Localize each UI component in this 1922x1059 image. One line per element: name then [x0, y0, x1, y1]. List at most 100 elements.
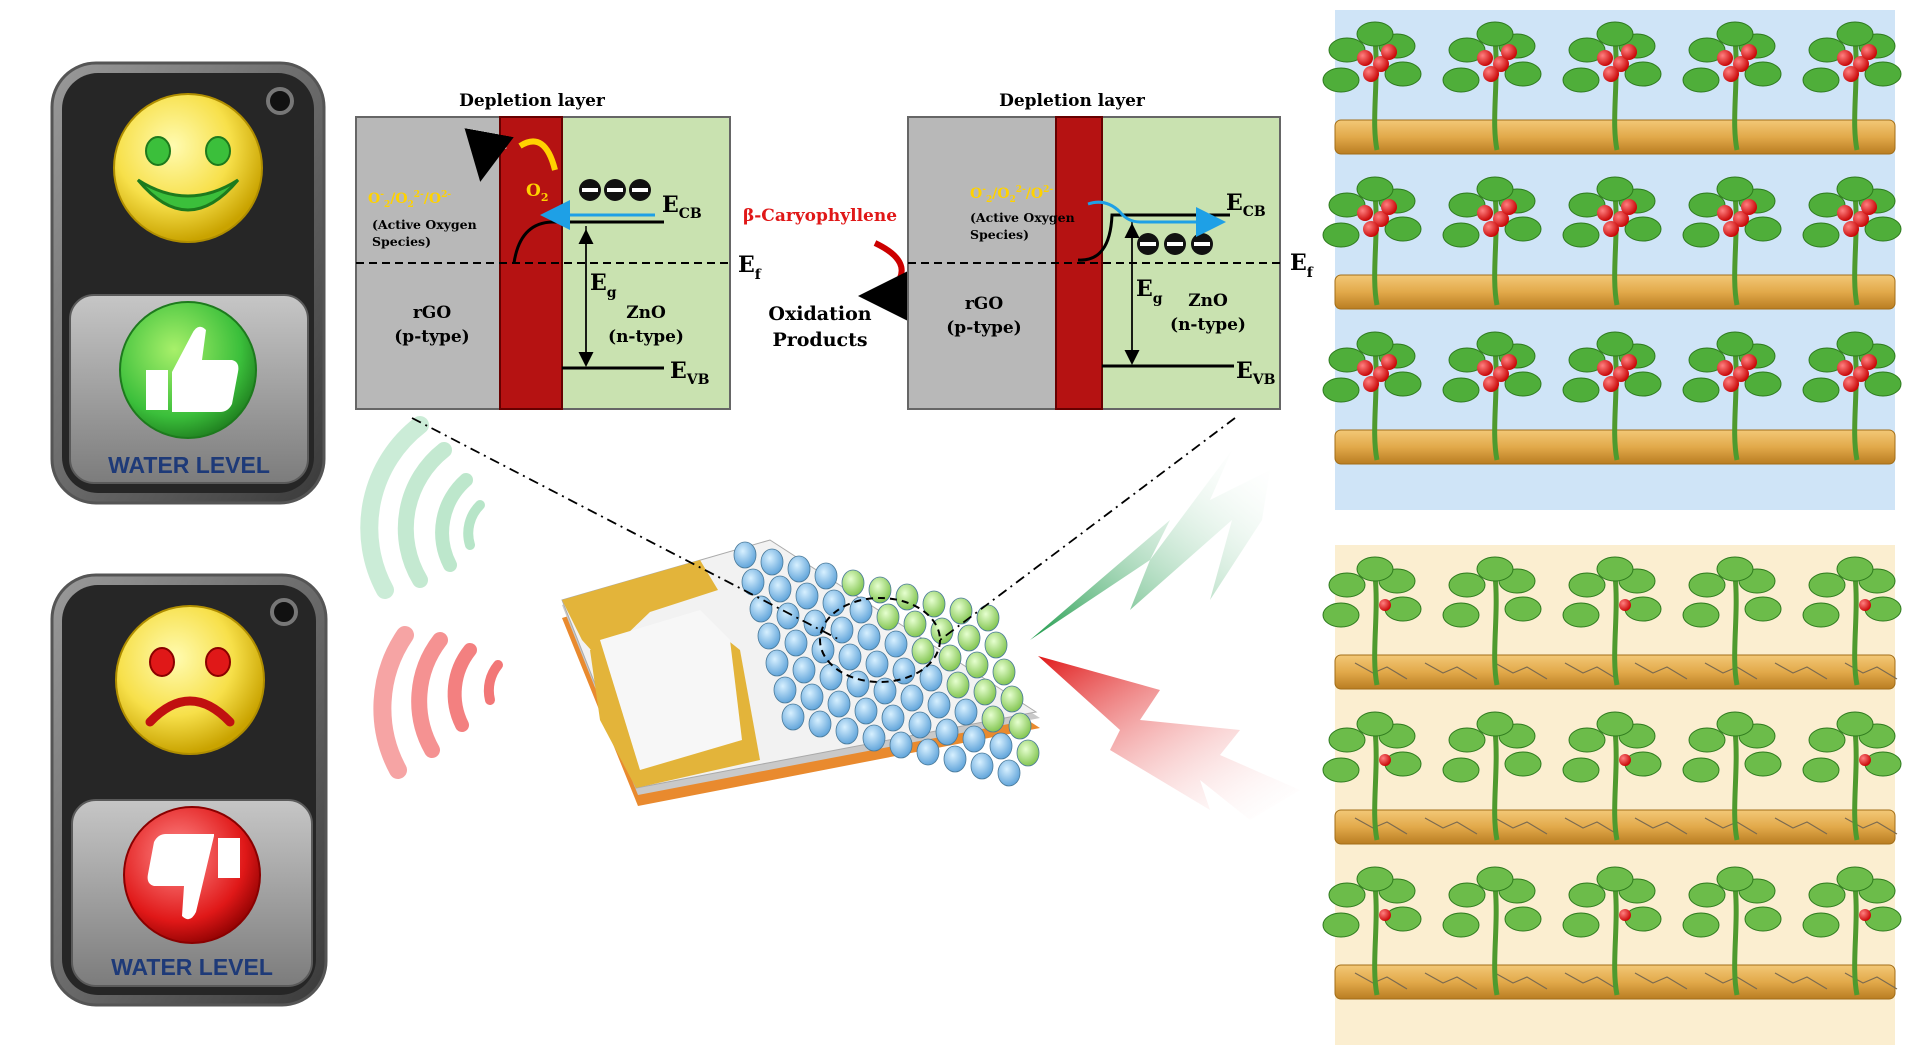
tomato-plant-icon	[1442, 176, 1542, 306]
nanoparticle	[733, 541, 757, 569]
tomato-plant-icon	[1442, 21, 1542, 151]
tomato	[1363, 66, 1379, 82]
tomato	[1381, 44, 1397, 60]
tomato	[1493, 366, 1509, 382]
tomato-plant-icon	[1322, 711, 1422, 841]
tomato	[1717, 50, 1733, 66]
tomato	[1621, 354, 1637, 370]
sensor-chip	[411, 417, 1236, 806]
tomato-plant-icon	[1562, 711, 1662, 841]
tomato	[1357, 360, 1373, 376]
oxidation-products-label: Products	[772, 329, 867, 351]
nanoparticle	[768, 575, 792, 603]
tomato-plant-icon	[1442, 866, 1542, 996]
nanoparticle	[927, 691, 951, 719]
nanoparticle	[938, 644, 962, 672]
tomato-plant-icon	[1322, 331, 1422, 461]
nanoparticle	[919, 664, 943, 692]
zno-label: ZnO	[626, 303, 666, 323]
rgo-type-label: (p-type)	[946, 318, 1021, 338]
nanoparticle	[787, 555, 811, 583]
nanoparticle	[970, 752, 994, 780]
lightning-bolt-icon	[1038, 656, 1300, 820]
tomato	[1477, 50, 1493, 66]
tomato	[1501, 199, 1517, 215]
wireless-signal-icon	[360, 416, 485, 599]
valence-band-label: EVB	[1236, 358, 1276, 388]
water-level-device-good: WATER LEVEL	[50, 61, 326, 505]
tomato	[1859, 599, 1871, 611]
nanoparticle	[876, 603, 900, 631]
tomato	[1723, 221, 1739, 237]
nanoparticle	[827, 690, 851, 718]
nanoparticle	[819, 663, 843, 691]
tomato-plant-icon	[1682, 21, 1782, 151]
nanoparticle	[981, 705, 1005, 733]
nanoparticle-array	[733, 541, 1040, 787]
nanoparticle	[808, 710, 832, 738]
lightning-bolt-icon	[1030, 450, 1270, 640]
nanoparticle	[765, 649, 789, 677]
tomato-plant-icon	[1562, 176, 1662, 306]
tomato	[1379, 599, 1391, 611]
active-oxygen-note: Species)	[372, 234, 431, 249]
water-level-label-good: WATER LEVEL	[108, 452, 270, 478]
nanoparticle	[865, 650, 889, 678]
tomato	[1843, 66, 1859, 82]
tomato-plant-icon	[1802, 711, 1902, 841]
nanoparticle	[949, 597, 973, 625]
tomato	[1741, 199, 1757, 215]
active-oxygen-note: (Active Oxygen	[970, 210, 1075, 225]
tomato	[1621, 199, 1637, 215]
wireless-signal-icon	[373, 626, 503, 779]
tomato	[1837, 360, 1853, 376]
nanoparticle	[992, 658, 1016, 686]
tomato	[1357, 50, 1373, 66]
tomato	[1859, 754, 1871, 766]
nanoparticle	[857, 623, 881, 651]
tomato	[1717, 360, 1733, 376]
zno-type-label: (n-type)	[608, 327, 684, 347]
tomato-plant-icon	[1562, 866, 1662, 996]
tomato	[1603, 221, 1619, 237]
analyte-label: β-Caryophyllene	[743, 206, 897, 226]
nanoparticle	[835, 717, 859, 745]
tomato	[1597, 50, 1613, 66]
nanoparticle	[849, 596, 873, 624]
tomato	[1621, 44, 1637, 60]
svg-text:O2: O2	[526, 181, 548, 204]
nanoparticle	[962, 725, 986, 753]
nanoparticle	[911, 637, 935, 665]
depletion-layer-title: Depletion layer	[999, 91, 1146, 111]
valence-band-label: EVB	[670, 358, 710, 388]
tomato-plant-icon	[1562, 21, 1662, 151]
nanoparticle	[781, 703, 805, 731]
tomato	[1837, 205, 1853, 221]
rgo-type-label: (p-type)	[394, 327, 469, 347]
tomato	[1859, 909, 1871, 921]
tomato-plant-icon	[1322, 866, 1422, 996]
tomato-plant-icon	[1682, 331, 1782, 461]
nanoparticle	[900, 684, 924, 712]
tomato	[1733, 366, 1749, 382]
nanoparticle	[1016, 739, 1040, 767]
nanoparticle	[1008, 712, 1032, 740]
tomato-plant-icon	[1442, 556, 1542, 686]
nanoparticle	[846, 670, 870, 698]
dry-tomato-field	[1322, 545, 1902, 1045]
tomato	[1837, 50, 1853, 66]
tomato	[1373, 366, 1389, 382]
tomato	[1613, 366, 1629, 382]
tomato	[1477, 205, 1493, 221]
tomato	[1843, 221, 1859, 237]
tomato	[1483, 376, 1499, 392]
tomato	[1613, 56, 1629, 72]
nanoparticle	[973, 678, 997, 706]
nanoparticle	[881, 704, 905, 732]
tomato	[1597, 360, 1613, 376]
nanoparticle	[776, 602, 800, 630]
tomato-plant-icon	[1682, 176, 1782, 306]
water-level-label-bad: WATER LEVEL	[111, 954, 273, 980]
nanoparticle	[757, 622, 781, 650]
